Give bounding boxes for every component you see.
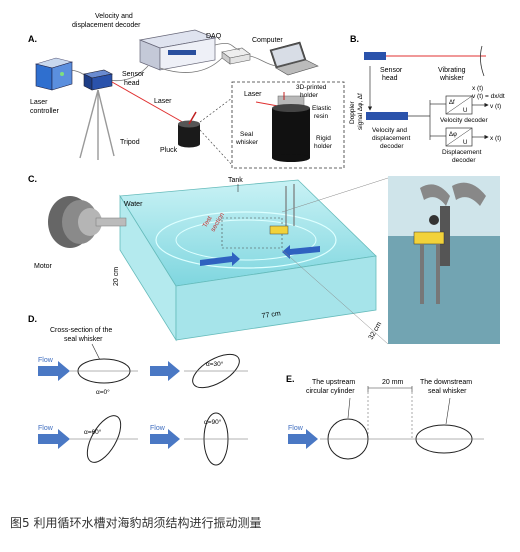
decoder-label-2: displacement decoder	[72, 22, 141, 29]
flow-arrow-d3	[38, 429, 70, 449]
df-label: Δf	[449, 100, 455, 106]
flow-label-d4: Flow	[150, 425, 166, 432]
laser-label: Laser	[154, 98, 172, 105]
downstream-label-2: seal whisker	[428, 388, 467, 395]
test-section-frame	[221, 217, 283, 249]
whisker-holder	[269, 184, 295, 235]
panel-b-sensor-icon	[364, 52, 386, 60]
downstream-label: The downstream	[420, 379, 472, 386]
decoder-label: Velocity and	[95, 13, 133, 20]
inset-resin-label-2: resin	[314, 113, 328, 120]
flow-label-d3: Flow	[38, 425, 54, 432]
panel-c-label: C.	[28, 174, 37, 184]
inset-rigid-label: Rigid	[316, 135, 331, 142]
cross-section-label: Cross-section of the	[50, 327, 112, 334]
decoder-device	[138, 29, 217, 71]
inset-box	[231, 81, 345, 169]
inset-seal-label: Seal	[240, 131, 254, 138]
daq-device	[221, 47, 251, 65]
panel-e: E. The upstream circular cylinder 20 mm …	[286, 374, 484, 460]
vibrating-label-2: whisker	[439, 75, 464, 82]
vt-label: v (t) = dx/dt	[472, 93, 505, 100]
panel-d: D. Cross-section of the seal whisker Flo…	[28, 314, 248, 466]
upstream-label: The upstream	[312, 379, 355, 386]
velocity-decoder-label: Velocity decoder	[440, 117, 489, 124]
inset-resin-label: Elastic	[312, 105, 332, 112]
figure-caption: 图5 利用循环水槽对海豹胡须结构进行振动测量	[10, 516, 262, 530]
alpha30-label: α=30°	[206, 360, 224, 368]
upstream-label-2: circular cylinder	[306, 388, 355, 395]
panel-c: C. Tank Water Test section	[28, 174, 500, 345]
pluck-label: Pluck	[160, 147, 178, 154]
displacement-decoder-label-2: decoder	[452, 157, 476, 164]
flow-label-e: Flow	[288, 425, 304, 432]
sensor-head-label-2: head	[124, 80, 140, 87]
doppler-label: Doppler	[349, 100, 356, 124]
water-tank	[119, 179, 377, 342]
laser-beam	[111, 81, 187, 125]
u2-label: U	[463, 140, 467, 146]
laser-controller-label: Laser	[30, 99, 48, 106]
computer-laptop	[269, 41, 319, 76]
flow-arrow-d4	[150, 429, 180, 449]
cross-section-label-2: seal whisker	[64, 336, 103, 343]
length-label: 77 cm	[261, 310, 281, 320]
doppler-label-2: signal Δφ, Δf	[357, 93, 364, 130]
vibrating-label: Vibrating	[438, 67, 466, 74]
displacement-decoder-label: Displacement	[442, 149, 482, 156]
panel-b-decoder-label-3: decoder	[380, 143, 404, 150]
flow-label-d1: Flow	[38, 357, 54, 364]
flow-arrow-d1	[38, 361, 70, 381]
panel-b-sensor-label-2: head	[382, 75, 398, 82]
u1-label: U	[463, 108, 467, 114]
panel-a-label: A.	[28, 34, 37, 44]
inset-holder-label: 3D-printed	[296, 84, 327, 91]
inset-seal-label-2: whisker	[235, 139, 259, 146]
inset-holder	[272, 92, 310, 162]
panel-e-label: E.	[286, 374, 295, 384]
dphi-label: Δφ	[449, 132, 457, 138]
water-label: Water	[124, 201, 143, 208]
flow-arrow-e	[288, 429, 318, 449]
panel-b-decoder-label: Velocity and	[372, 127, 407, 134]
panel-b-decoder-label-2: displacement	[372, 135, 410, 142]
computer-label: Computer	[252, 37, 283, 44]
alpha90-label: α=90°	[204, 418, 222, 426]
tripod	[79, 89, 115, 160]
inset-laser-label: Laser	[244, 91, 262, 98]
alpha0-label: α=0°	[96, 388, 110, 396]
motor	[48, 196, 127, 248]
panel-b-sensor-label: Sensor	[380, 67, 403, 74]
panel-a: A. Velocity and displacement decoder DAQ…	[28, 13, 345, 169]
distance-label: 20 mm	[382, 379, 404, 386]
daq-label: DAQ	[206, 33, 222, 40]
tripod-label: Tripod	[120, 139, 140, 146]
xt-label: x (t)	[472, 85, 483, 92]
zoom-photo	[388, 176, 500, 344]
xout-label: x (t)	[490, 135, 501, 142]
vout-label: v (t)	[490, 103, 501, 110]
alpha60-label: α=60°	[84, 428, 102, 436]
vibrating-whisker	[480, 45, 485, 77]
flow-arrow-d2	[150, 361, 180, 381]
panel-b-label: B.	[350, 34, 359, 44]
panel-d-label: D.	[28, 314, 37, 324]
sensor-head	[83, 69, 113, 91]
laser-controller	[34, 57, 74, 91]
pluck-specimen	[178, 111, 200, 148]
inset-rigid-label-2: holder	[314, 143, 333, 150]
laser-controller-label-2: controller	[30, 108, 59, 115]
tank-label: Tank	[228, 177, 243, 184]
sensor-head-label: Sensor	[122, 71, 145, 78]
panel-b: B. Sensor head Vibrating whisker Doppler…	[349, 34, 505, 164]
panel-b-decoder-icon	[366, 112, 408, 120]
height-label: 20 cm	[113, 267, 120, 286]
inset-holder-label-2: holder	[300, 92, 319, 99]
motor-label: Motor	[34, 263, 53, 270]
